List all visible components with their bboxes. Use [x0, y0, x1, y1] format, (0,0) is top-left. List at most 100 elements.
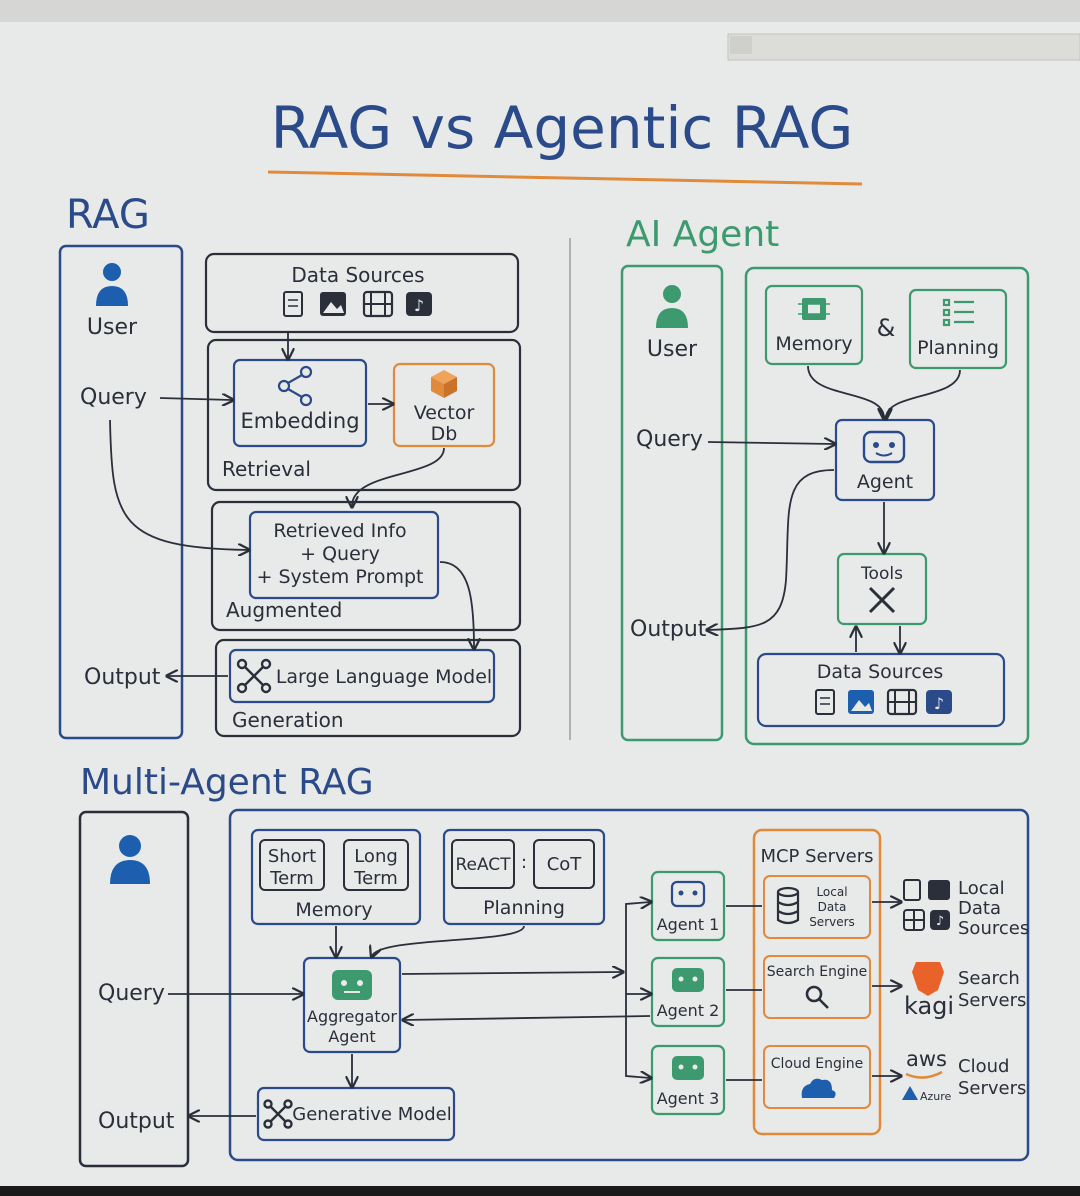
agent-data-sources-label: Data Sources: [817, 661, 944, 683]
azure-logo-icon: [902, 1086, 918, 1100]
agent-ampersand: &: [877, 314, 896, 342]
rag-llm-box: [228, 648, 496, 704]
robot-icon: [862, 430, 906, 464]
rag-user-column: [58, 244, 184, 740]
agent-user-label: User: [647, 337, 698, 362]
agent-2-robot-icon: [672, 968, 704, 992]
azure-logo-text: Azure: [920, 1090, 952, 1103]
rag-prompt-line-3: + System Prompt: [256, 566, 423, 588]
local-sources-line-2: Data: [958, 898, 1001, 919]
multi-main-group: [228, 808, 1030, 1162]
rag-generation-group: [214, 638, 522, 738]
rag-user-label: User: [87, 315, 138, 340]
cube-icon: [431, 370, 457, 398]
multi-aggregator-line-2: Agent: [328, 1027, 375, 1046]
local-image-icon: [928, 880, 950, 900]
agent-planning-label: Planning: [917, 337, 999, 359]
marker-tray-clip: [730, 36, 752, 54]
agent-user-column: [620, 264, 724, 742]
multi-short-line-2: Term: [269, 868, 314, 889]
aggregator-robot-icon: [332, 970, 372, 1000]
multi-short-term-box: [259, 839, 325, 891]
multi-cot-label: CoT: [547, 854, 583, 875]
rag-heading: RAG: [66, 192, 150, 238]
agent-agent-label: Agent: [857, 471, 913, 493]
rag-vector-label-2: Db: [431, 423, 458, 445]
local-doc-icon: [903, 879, 921, 901]
multi-connector-lines: [726, 905, 762, 1081]
multi-react-label: ReACT: [455, 855, 511, 875]
generative-network-icon: [263, 1099, 293, 1129]
multi-memory-label: Memory: [295, 899, 372, 921]
multi-mcp-group: [752, 828, 882, 1136]
board-frame-top: [0, 0, 1080, 22]
local-sources-line-3: Sources: [958, 918, 1029, 939]
local-video-icon: [903, 909, 925, 931]
multi-search-engine-label: Search Engine: [767, 964, 868, 980]
agent-memory-label: Memory: [775, 333, 852, 355]
multi-local-servers-box: [763, 875, 871, 939]
agent-1-robot-icon: [670, 880, 706, 908]
multi-planning-group: [442, 828, 606, 926]
agent-planning-box: [908, 288, 1008, 370]
llm-network-icon: [236, 658, 272, 694]
multi-local-line-1: Local: [816, 885, 847, 899]
rag-retrieval-label: Retrieval: [222, 457, 311, 481]
rag-prompt-line-2: + Query: [300, 543, 380, 565]
agent-audio-icon: ♪: [926, 690, 952, 714]
search-servers-line-2: Servers: [958, 990, 1026, 1011]
rag-data-sources-label: Data Sources: [291, 263, 424, 287]
multi-short-line-1: Short: [268, 846, 316, 867]
agent-3-robot-icon: [672, 1056, 704, 1080]
aws-smile: [905, 1070, 943, 1079]
agent-output-label: Output: [630, 617, 707, 642]
multi-agent-1-label: Agent 1: [657, 915, 720, 934]
multi-long-line-1: Long: [354, 846, 398, 867]
multi-agent-3-label: Agent 3: [657, 1089, 720, 1108]
agent-query-label: Query: [636, 427, 703, 452]
agent-main-group: [744, 266, 1030, 746]
multi-local-line-3: Servers: [809, 915, 855, 929]
rag-augmented-group: [210, 500, 522, 632]
page-title: RAG vs Agentic RAG: [271, 94, 854, 162]
cloud-icon: [801, 1078, 836, 1098]
cloud-servers-line-2: Servers: [958, 1078, 1026, 1099]
multi-cot-box: [533, 839, 595, 889]
share-nodes-icon: [277, 365, 313, 407]
svg-text:♪: ♪: [936, 914, 944, 929]
search-servers-line-1: Search: [958, 968, 1020, 989]
agent-data-sources-box: [756, 652, 1006, 728]
multi-output-label: Output: [98, 1109, 175, 1134]
agent-arrows: [708, 365, 961, 652]
rag-data-sources-box: [204, 252, 520, 334]
multi-aggregator-line-1: Aggregator: [307, 1007, 397, 1026]
agent-user-icon: [656, 285, 688, 328]
agent-memory-box: [764, 284, 864, 366]
brave-lion-icon: [912, 962, 944, 996]
tools-icon: [868, 586, 896, 614]
database-icon: [776, 886, 800, 925]
multi-colon: :: [521, 852, 527, 873]
cloud-servers-line-1: Cloud: [958, 1056, 1009, 1077]
agent-document-icon: [815, 689, 835, 715]
multi-generative-label: Generative Model: [292, 1104, 452, 1125]
rag-llm-label: Large Language Model: [276, 666, 492, 688]
rag-document-icon: [283, 291, 303, 317]
local-audio-icon: ♪: [930, 910, 950, 930]
checklist-icon: [942, 298, 974, 327]
agent-tools-label: Tools: [860, 564, 903, 584]
multi-search-engine-box: [763, 955, 871, 1019]
multi-react-box: [451, 839, 515, 889]
rag-vector-label-1: Vector: [414, 402, 475, 424]
multi-cloud-engine-box: [763, 1045, 871, 1109]
rag-output-label: Output: [84, 665, 161, 690]
multi-memory-group: [250, 828, 422, 926]
svg-text:♪: ♪: [414, 296, 424, 315]
multi-local-line-2: Data: [818, 900, 847, 914]
rag-retrieval-group: [206, 338, 522, 492]
multi-arrows: [168, 902, 900, 1116]
multi-aggregator-box: [302, 956, 402, 1054]
rag-user-icon: [96, 263, 128, 306]
